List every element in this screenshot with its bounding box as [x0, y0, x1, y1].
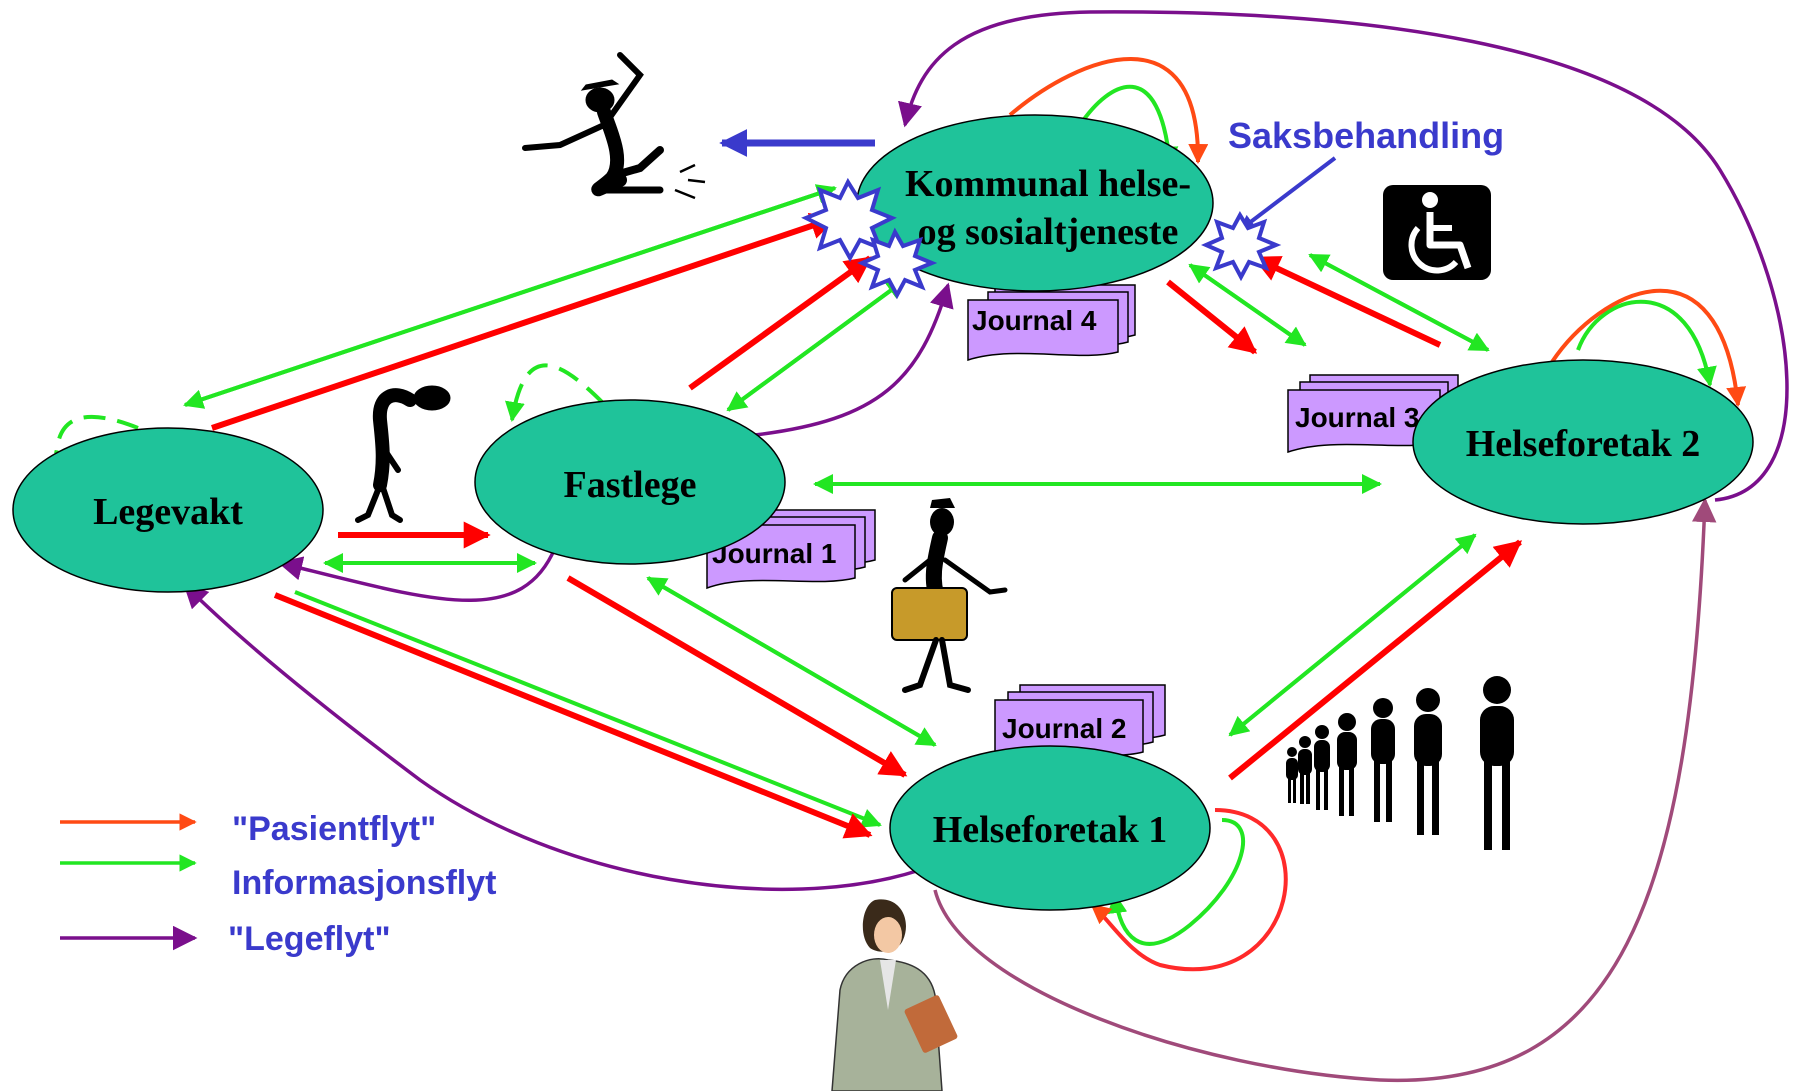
patient-flow-arrows — [211, 212, 1523, 839]
patient-flow-hf2-self-loop — [1550, 288, 1747, 407]
queue-person — [1286, 747, 1298, 803]
patient-flow-fastlege-to-hf1 — [566, 575, 908, 778]
node-helseforetak2-label: Helseforetak 2 — [1466, 423, 1701, 465]
journal-4-stack: Journal 4 — [967, 284, 1136, 362]
info-flow-kommunal-hf3-2 — [1188, 263, 1307, 347]
queue-people-icon — [1286, 676, 1514, 850]
queue-person — [1414, 688, 1442, 835]
saksbehandling-label: Saksbehandling — [1228, 115, 1504, 156]
doctor-woman-icon — [831, 899, 958, 1091]
patient-flow-hf1-self-loop — [1090, 808, 1288, 972]
conflict-burst-icon — [801, 177, 1282, 300]
node-fastlege-label: Fastlege — [564, 464, 697, 506]
info-flow-fastlege-kommunal-2 — [726, 278, 907, 412]
info-flow-hf2-self-loop — [1576, 299, 1717, 387]
doctor-flow-arrows — [183, 10, 1789, 1083]
legend-item-legeflyt: "Legeflyt" — [60, 920, 391, 958]
patient-flow-legevakt-to-kommunal — [211, 212, 838, 431]
queue-person — [1480, 676, 1514, 850]
orange-self-loops — [1008, 57, 1747, 972]
journal-2-label: Journal 2 — [1002, 713, 1126, 744]
info-flow-fastlege-hf1-2 — [646, 576, 937, 747]
legend-item-pasientflyt: "Pasientflyt" — [60, 810, 436, 848]
node-kommunal-line2: og sosialtjeneste — [918, 211, 1179, 253]
queue-person — [1314, 725, 1330, 810]
info-flow-hf2-kommunal-2 — [1308, 253, 1489, 352]
patient-flow-kommunal-to-hf3 — [1166, 279, 1258, 355]
doctor-flow-fastlege-to-kommunal — [754, 282, 954, 437]
node-helseforetak1: Helseforetak 1 — [889, 745, 1211, 911]
patient-flow-hf2-to-kommunal — [1252, 255, 1442, 348]
legend-legeflyt-label: "Legeflyt" — [228, 920, 391, 958]
journal-3-label: Journal 3 — [1295, 402, 1419, 433]
node-kommunal-line1: Kommunal helse- — [905, 163, 1191, 205]
journal-2-stack: Journal 2 — [994, 684, 1166, 762]
blue-arrows — [719, 129, 1337, 232]
wheelchair-icon — [1383, 185, 1491, 280]
info-flow-hf1-self-loop — [1107, 818, 1246, 946]
patient-flow-legevakt-to-hf1 — [273, 592, 873, 839]
person-falling-icon — [522, 52, 706, 200]
info-flow-hf1-hf2-2 — [1228, 533, 1477, 737]
queue-person — [1337, 713, 1357, 816]
patient-flow-kommunal-self-loop — [1008, 57, 1209, 164]
legend-item-informasjonsflyt: Informasjonsflyt — [60, 854, 496, 902]
patient-flow-fastlege-to-kommunal — [688, 255, 873, 391]
node-legevakt: Legevakt — [12, 427, 324, 593]
legend-informasjonsflyt-label: Informasjonsflyt — [232, 864, 496, 902]
info-flow-fastlege-self-loop — [505, 363, 605, 422]
node-helseforetak1-label: Helseforetak 1 — [933, 809, 1168, 851]
info-flow-arrows — [53, 84, 1717, 946]
info-flow-kommunal-to-legevakt — [183, 186, 836, 409]
info-flow-legevakt-to-hf1 — [294, 590, 882, 828]
doctor-flow-fastlege-to-legevakt — [277, 547, 557, 603]
patient-flow-hf1-to-hf2 — [1228, 539, 1523, 781]
node-helseforetak2: Helseforetak 2 — [1412, 359, 1754, 525]
info-flow-kommunal-self-loop — [1078, 84, 1179, 167]
doctor-flow-hf1-to-hf2 — [933, 497, 1717, 1083]
arrow-saksbehandling-pointer — [1238, 156, 1337, 232]
doctor-flow-hf2-to-kommunal — [898, 10, 1789, 502]
journal-1-stack: Journal 1 — [706, 509, 876, 590]
person-sick-icon — [355, 385, 451, 523]
queue-person — [1298, 736, 1312, 804]
queue-person — [1371, 698, 1395, 822]
node-fastlege: Fastlege — [474, 399, 786, 565]
person-suitcase-icon — [891, 498, 1008, 693]
legend: "Pasientflyt" Informasjonsflyt "Legeflyt… — [60, 810, 496, 958]
journal-4-label: Journal 4 — [972, 305, 1097, 336]
node-legevakt-label: Legevakt — [93, 491, 243, 533]
doctor-flow-hf1-to-legevakt — [183, 583, 921, 892]
legend-pasientflyt-label: "Pasientflyt" — [232, 810, 436, 848]
